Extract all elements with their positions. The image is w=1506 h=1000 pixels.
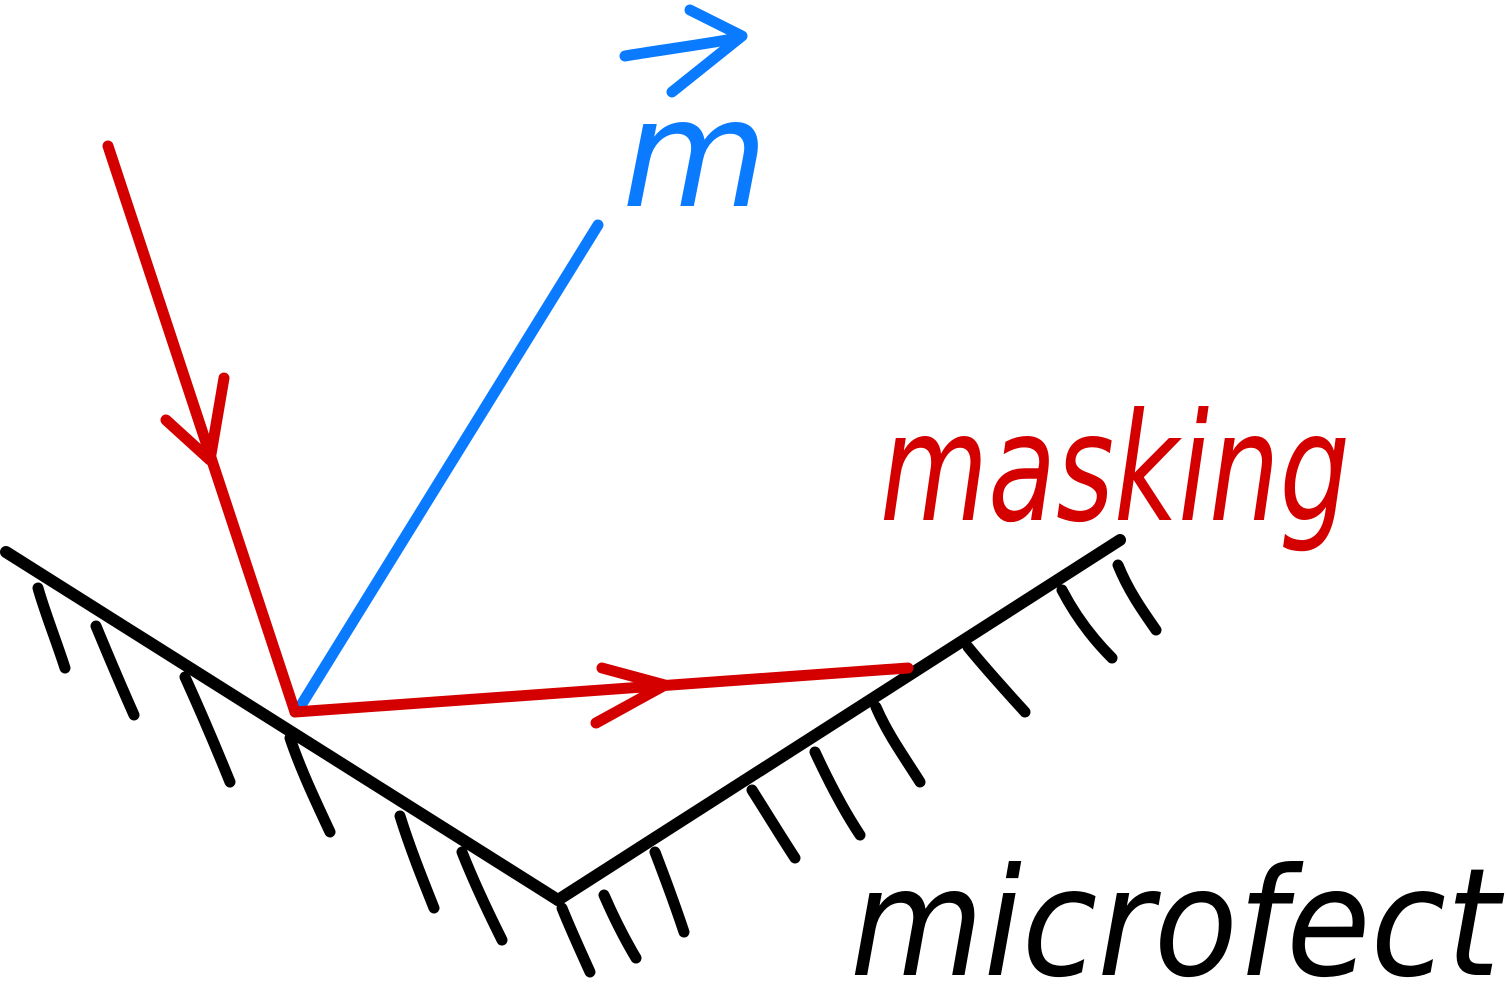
hatch-mark [284, 732, 336, 838]
hatch-mark [746, 784, 801, 864]
vector-arrow-icon [619, 32, 744, 62]
normal-vector-line [294, 219, 604, 713]
incident-ray [102, 140, 301, 718]
hatch-mark [809, 746, 866, 841]
vector-arrowhead-icon [666, 4, 748, 98]
surface-left-facet [0, 546, 564, 906]
hatch-mark [90, 620, 140, 721]
hatch-mark [32, 582, 71, 674]
surface-label: microfect [850, 837, 1505, 1000]
hatch-mark [556, 902, 596, 978]
hatch-mark [1056, 584, 1118, 664]
reflected-ray [289, 662, 914, 729]
surface-right-facet [552, 534, 1126, 906]
hatch-mark [649, 846, 690, 938]
normal-vector [294, 4, 748, 713]
incident-arrowhead-icon [160, 372, 230, 466]
incident-ray-line [102, 140, 301, 718]
hatch-mark [456, 846, 508, 946]
surface-hatching-right [649, 559, 1162, 938]
reflected-ray-line [289, 662, 914, 718]
normal-vector-label: m [622, 68, 768, 242]
hatch-mark [870, 701, 926, 788]
hatch-mark [598, 889, 642, 964]
surface-hatching-left [32, 582, 642, 978]
hatch-mark [394, 810, 440, 914]
reflected-arrowhead-icon [590, 662, 671, 729]
hatch-mark [179, 671, 236, 788]
microfacet-surface [0, 534, 1162, 978]
hatch-mark [1112, 559, 1162, 636]
hatch-mark [962, 641, 1031, 718]
masking-label: masking [880, 382, 1350, 556]
